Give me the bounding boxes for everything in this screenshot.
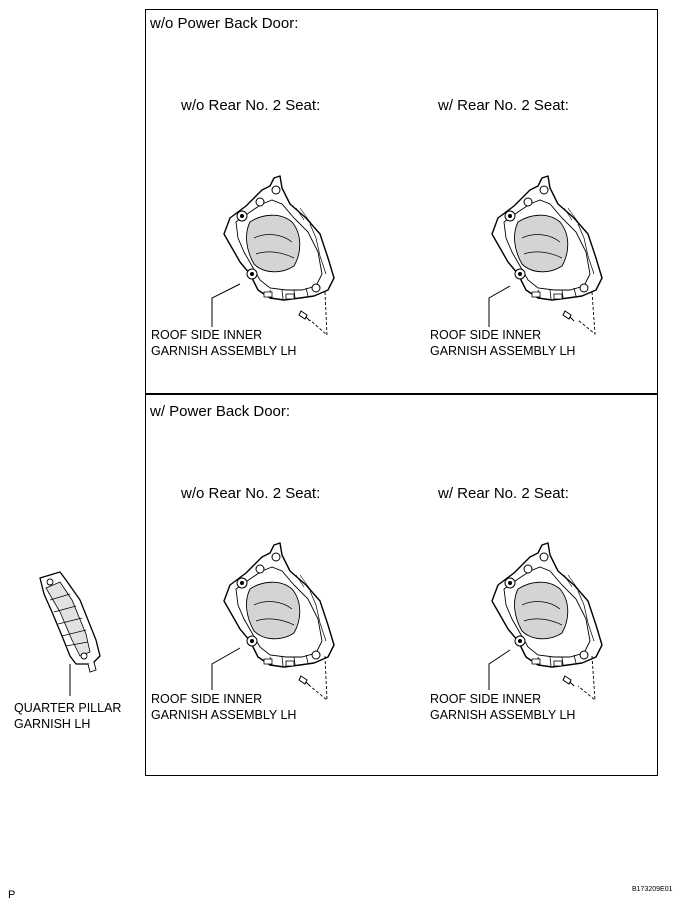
part-label-line: GARNISH ASSEMBLY LH <box>151 344 297 358</box>
part-label-line: ROOF SIDE INNER <box>430 692 542 706</box>
part-label-line: ROOF SIDE INNER <box>430 328 542 342</box>
leader-line <box>211 647 241 690</box>
footer-mark: P <box>8 889 16 901</box>
part-label-line: GARNISH ASSEMBLY LH <box>151 708 297 722</box>
variant-heading: w/o Rear No. 2 Seat: <box>181 485 321 502</box>
leader-line <box>488 285 511 327</box>
variant-heading: w/o Rear No. 2 Seat: <box>181 97 321 114</box>
part-label-line: QUARTER PILLAR <box>14 701 122 715</box>
part-label-line: ROOF SIDE INNER <box>151 692 263 706</box>
part-label-quarter-pillar: QUARTER PILLAR GARNISH LH <box>14 700 121 732</box>
part-label-line: ROOF SIDE INNER <box>151 328 263 342</box>
panel-without-power-back-door <box>145 9 658 394</box>
part-label-line: GARNISH LH <box>14 717 91 731</box>
part-label-roof-garnish: ROOF SIDE INNER GARNISH ASSEMBLY LH <box>151 327 296 359</box>
panel-title: w/ Power Back Door: <box>150 403 291 420</box>
variant-heading: w/ Rear No. 2 Seat: <box>438 97 569 114</box>
leader-line <box>488 649 511 690</box>
part-label-line: GARNISH ASSEMBLY LH <box>430 344 576 358</box>
panel-with-power-back-door <box>145 394 658 776</box>
figure-id: B173209E01 <box>632 886 673 893</box>
quarter-pillar-drawing <box>39 571 101 696</box>
part-label-roof-garnish: ROOF SIDE INNER GARNISH ASSEMBLY LH <box>430 691 575 723</box>
part-label-roof-garnish: ROOF SIDE INNER GARNISH ASSEMBLY LH <box>151 691 296 723</box>
part-label-line: GARNISH ASSEMBLY LH <box>430 708 576 722</box>
part-label-roof-garnish: ROOF SIDE INNER GARNISH ASSEMBLY LH <box>430 327 575 359</box>
leader-line <box>211 283 241 327</box>
panel-title: w/o Power Back Door: <box>150 15 299 32</box>
leader-line <box>577 291 596 336</box>
variant-heading: w/ Rear No. 2 Seat: <box>438 485 569 502</box>
